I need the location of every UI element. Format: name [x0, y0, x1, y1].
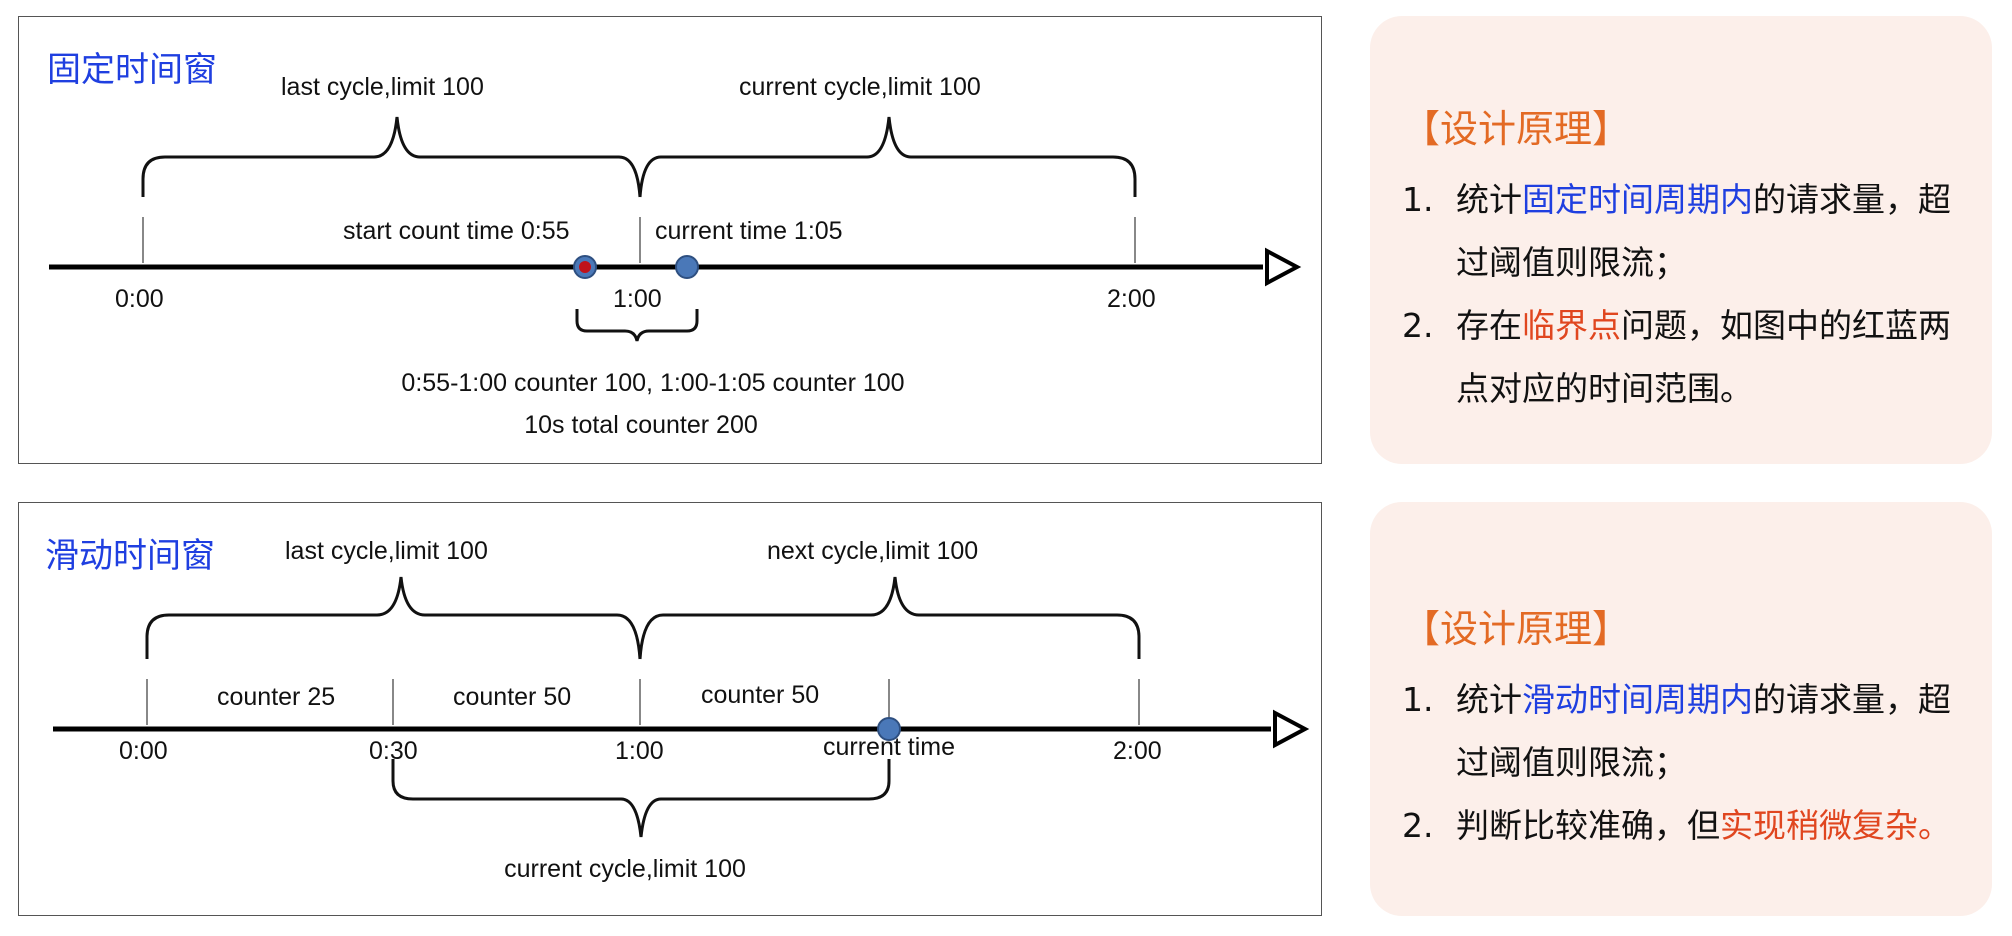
- item-number: 1.: [1402, 680, 1434, 719]
- principle-list: 1. 统计滑动时间周期内的请求量，超过阈值则限流； 2. 判断比较准确，但实现稍微复…: [1402, 668, 1972, 857]
- tick-label-2: 2:00: [1107, 285, 1156, 313]
- last-cycle-brace: [145, 576, 642, 660]
- cycle-brace-left: [141, 116, 642, 198]
- item-text: 统计: [1456, 180, 1522, 219]
- principle-item-2: 2. 存在临界点问题，如图中的红蓝两点对应的时间范围。: [1402, 294, 1972, 420]
- item-highlight: 临界点: [1522, 306, 1621, 345]
- tick-label-0: 0:00: [119, 737, 168, 765]
- cycle-brace-right: [638, 116, 1137, 198]
- sliding-window-svg: 滑动时间窗 last cycle,limit 100 next cycle,li…: [45, 536, 1310, 883]
- principle-item-1: 1. 统计固定时间周期内的请求量，超过阈值则限流；: [1402, 168, 1972, 294]
- current-cycle-brace: [391, 759, 891, 838]
- axis-arrow-icon: [1273, 709, 1310, 749]
- current-time-label: current time: [823, 733, 955, 761]
- counter-label-a: counter 25: [217, 683, 335, 711]
- principle-item-1: 1. 统计滑动时间周期内的请求量，超过阈值则限流；: [1402, 668, 1972, 794]
- principle-item-2: 2. 判断比较准确，但实现稍微复杂。: [1402, 794, 1972, 857]
- sliding-window-principle-card: 【设计原理】 1. 统计滑动时间周期内的请求量，超过阈值则限流； 2. 判断比较准确…: [1370, 502, 1992, 916]
- current-cycle-label: current cycle,limit 100: [504, 855, 746, 883]
- counter-label-b: counter 50: [453, 683, 571, 711]
- sliding-window-title: 滑动时间窗: [45, 536, 215, 576]
- counter-note-2: 10s total counter 200: [524, 411, 758, 439]
- principle-heading: 【设计原理】: [1402, 107, 1631, 151]
- next-cycle-brace: [638, 576, 1141, 660]
- sliding-window-diagram: 滑动时间窗 last cycle,limit 100 next cycle,li…: [18, 502, 1322, 916]
- item-text: 的请求量，超过阈值则限流；: [1456, 680, 1951, 782]
- tick-label-3: 2:00: [1113, 737, 1162, 765]
- fixed-window-principle-card: 【设计原理】 1. 统计固定时间周期内的请求量，超过阈值则限流； 2. 存在临界点问…: [1370, 16, 1992, 464]
- fixed-window-svg: 固定时间窗 last cycle,limit 100 current cycle…: [47, 50, 1302, 439]
- item-text: 问题，如图中的红蓝两点对应的时间范围。: [1456, 306, 1951, 408]
- item-number: 2.: [1402, 806, 1434, 845]
- current-time-label: current time 1:05: [655, 217, 843, 245]
- start-count-label: start count time 0:55: [343, 217, 570, 245]
- tick-label-1: 1:00: [613, 285, 662, 313]
- item-number: 1.: [1402, 180, 1434, 219]
- item-highlight: 固定时间周期内: [1522, 180, 1753, 219]
- current-cycle-label: current cycle,limit 100: [739, 73, 981, 101]
- current-time-dot: [877, 717, 901, 741]
- tick-label-2: 1:00: [615, 737, 664, 765]
- item-text: 的请求量，超过阈值则限流；: [1456, 180, 1951, 282]
- blue-dot: [675, 255, 699, 279]
- counter-label-c: counter 50: [701, 681, 819, 709]
- item-highlight: 实现稍微复杂。: [1720, 806, 1951, 845]
- tick-label-0: 0:00: [115, 285, 164, 313]
- item-highlight: 滑动时间周期内: [1522, 680, 1753, 719]
- item-text: 存在: [1456, 306, 1522, 345]
- next-cycle-label: next cycle,limit 100: [767, 537, 978, 565]
- fixed-window-title: 固定时间窗: [47, 50, 217, 90]
- last-cycle-label: last cycle,limit 100: [285, 537, 488, 565]
- principle-list: 1. 统计固定时间周期内的请求量，超过阈值则限流； 2. 存在临界点问题，如图中的红…: [1402, 168, 1972, 420]
- last-cycle-label: last cycle,limit 100: [281, 73, 484, 101]
- axis-arrow-icon: [1265, 247, 1302, 287]
- item-number: 2.: [1402, 306, 1434, 345]
- principle-heading: 【设计原理】: [1402, 607, 1631, 651]
- item-text: 统计: [1456, 680, 1522, 719]
- item-text: 判断比较准确，但: [1456, 806, 1720, 845]
- red-dot-core: [579, 261, 591, 273]
- counter-note-1: 0:55-1:00 counter 100, 1:00-1:05 counter…: [401, 369, 904, 397]
- critical-range-brace: [575, 309, 699, 342]
- fixed-window-diagram: 固定时间窗 last cycle,limit 100 current cycle…: [18, 16, 1322, 464]
